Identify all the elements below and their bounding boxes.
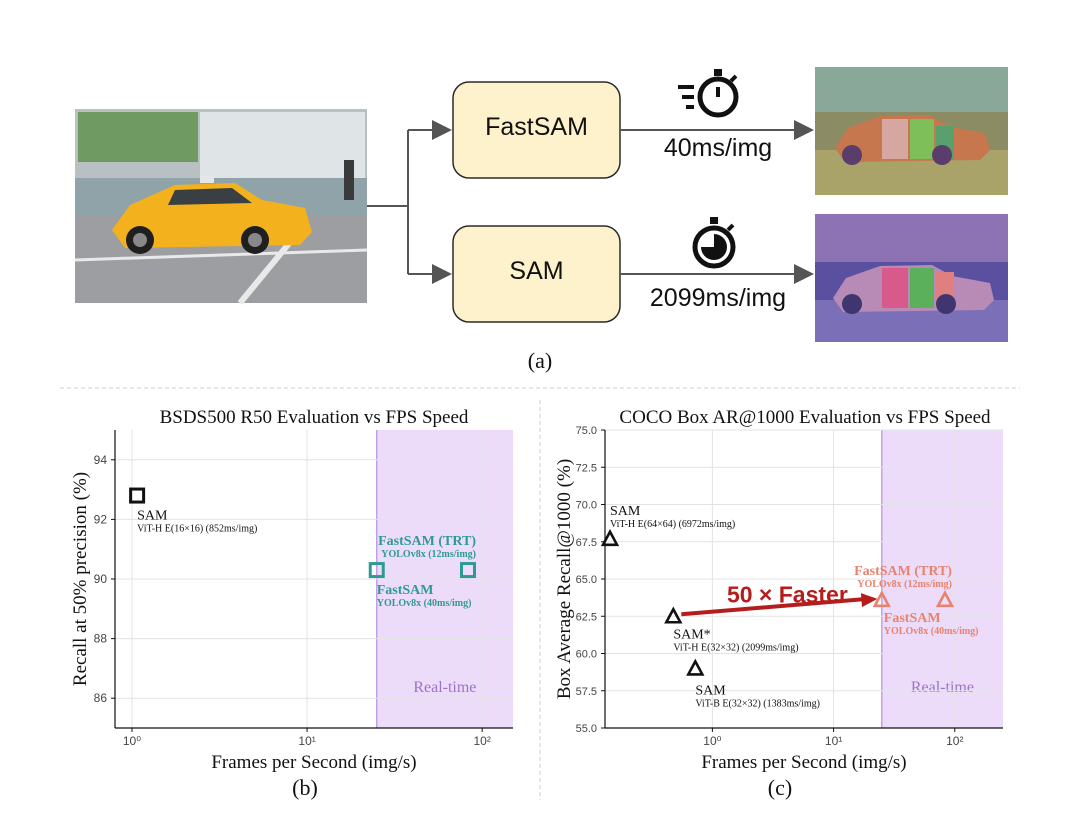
data-point (872, 590, 891, 608)
y-tick-label: 67.5 (576, 537, 597, 549)
y-tick-label: 72.5 (576, 462, 597, 474)
point-sublabel: YOLOv8x (40ms/img) (884, 626, 979, 637)
y-tick-label: 57.5 (576, 686, 597, 698)
point-label: FastSAM (377, 583, 434, 598)
point-sublabel: YOLOv8x (12ms/img) (381, 549, 476, 560)
point-label: SAM (610, 504, 641, 519)
point-label: FastSAM (TRT) (854, 564, 952, 579)
point-label: FastSAM (884, 611, 941, 626)
y-tick-label: 90 (94, 572, 108, 586)
speedup-arrow (681, 596, 868, 617)
y-tick-label: 92 (94, 512, 108, 526)
point-label: FastSAM (TRT) (378, 534, 476, 549)
data-point (935, 590, 955, 608)
y-tick-label: 62.5 (576, 611, 597, 623)
data-point (686, 658, 705, 676)
chart-title: BSDS500 R50 Evaluation vs FPS Speed (160, 407, 469, 428)
y-tick-label: 94 (94, 453, 108, 467)
point-label: SAM* (673, 627, 710, 642)
panel-b-caption: (b) (292, 775, 318, 800)
data-point (600, 529, 620, 547)
y-tick-label: 70.0 (576, 500, 597, 512)
sam-box-label: SAM (509, 257, 564, 285)
realtime-label: Real-time (911, 679, 974, 696)
x-tick-label: 10² (473, 734, 490, 748)
x-tick-label: 10¹ (298, 734, 315, 748)
point-sublabel: ViT-B E(32×32) (1383ms/img) (695, 698, 820, 709)
x-tick-label: 10⁰ (703, 734, 721, 748)
data-point (459, 562, 476, 579)
x-tick-label: 10¹ (825, 734, 842, 748)
point-label: SAM (137, 509, 168, 524)
panel-a-caption: (a) (527, 348, 553, 373)
x-axis-title: Frames per Second (img/s) (211, 752, 416, 773)
panel-c-caption: (c) (767, 775, 793, 800)
speedup-label: 50 × Faster (727, 581, 848, 607)
y-tick-label: 60.0 (576, 649, 597, 661)
stopwatch-slow-icon (692, 217, 736, 269)
y-tick-label: 75.0 (576, 425, 597, 437)
fastsam-box-label: FastSAM (485, 113, 588, 141)
point-sublabel: ViT-H E(32×32) (2099ms/img) (673, 642, 798, 653)
sam-speed-label: 2099ms/img (649, 284, 787, 312)
data-point (368, 562, 385, 579)
sam-output-image (815, 214, 1008, 342)
chart-title: COCO Box AR@1000 Evaluation vs FPS Speed (619, 407, 991, 428)
y-axis-title: Recall at 50% precision (%) (70, 472, 91, 686)
stopwatch-fast-icon (678, 69, 739, 118)
y-tick-label: 86 (94, 691, 108, 705)
branch-connectors (367, 120, 452, 284)
data-point (664, 606, 683, 624)
point-sublabel: ViT-H E(16×16) (852ms/img) (137, 524, 257, 535)
y-tick-label: 55.0 (576, 723, 597, 735)
speedup-arrowhead (860, 593, 878, 608)
x-tick-label: 10² (946, 734, 963, 748)
x-axis-title: Frames per Second (img/s) (701, 752, 906, 773)
point-label: SAM (695, 683, 726, 698)
fastsam-output-image (815, 67, 1008, 195)
realtime-label: Real-time (413, 679, 476, 696)
point-sublabel: YOLOv8x (12ms/img) (857, 579, 952, 590)
y-axis-title: Box Average Recall@1000 (%) (554, 459, 575, 699)
point-sublabel: ViT-H E(64×64) (6972ms/img) (610, 519, 735, 530)
x-tick-label: 10⁰ (123, 734, 141, 748)
fastsam-speed-label: 40ms/img (663, 134, 773, 162)
y-tick-label: 65.0 (576, 574, 597, 586)
input-photo (74, 109, 368, 305)
data-point (129, 487, 146, 504)
point-sublabel: YOLOv8x (40ms/img) (377, 598, 472, 609)
y-tick-label: 88 (94, 632, 108, 646)
